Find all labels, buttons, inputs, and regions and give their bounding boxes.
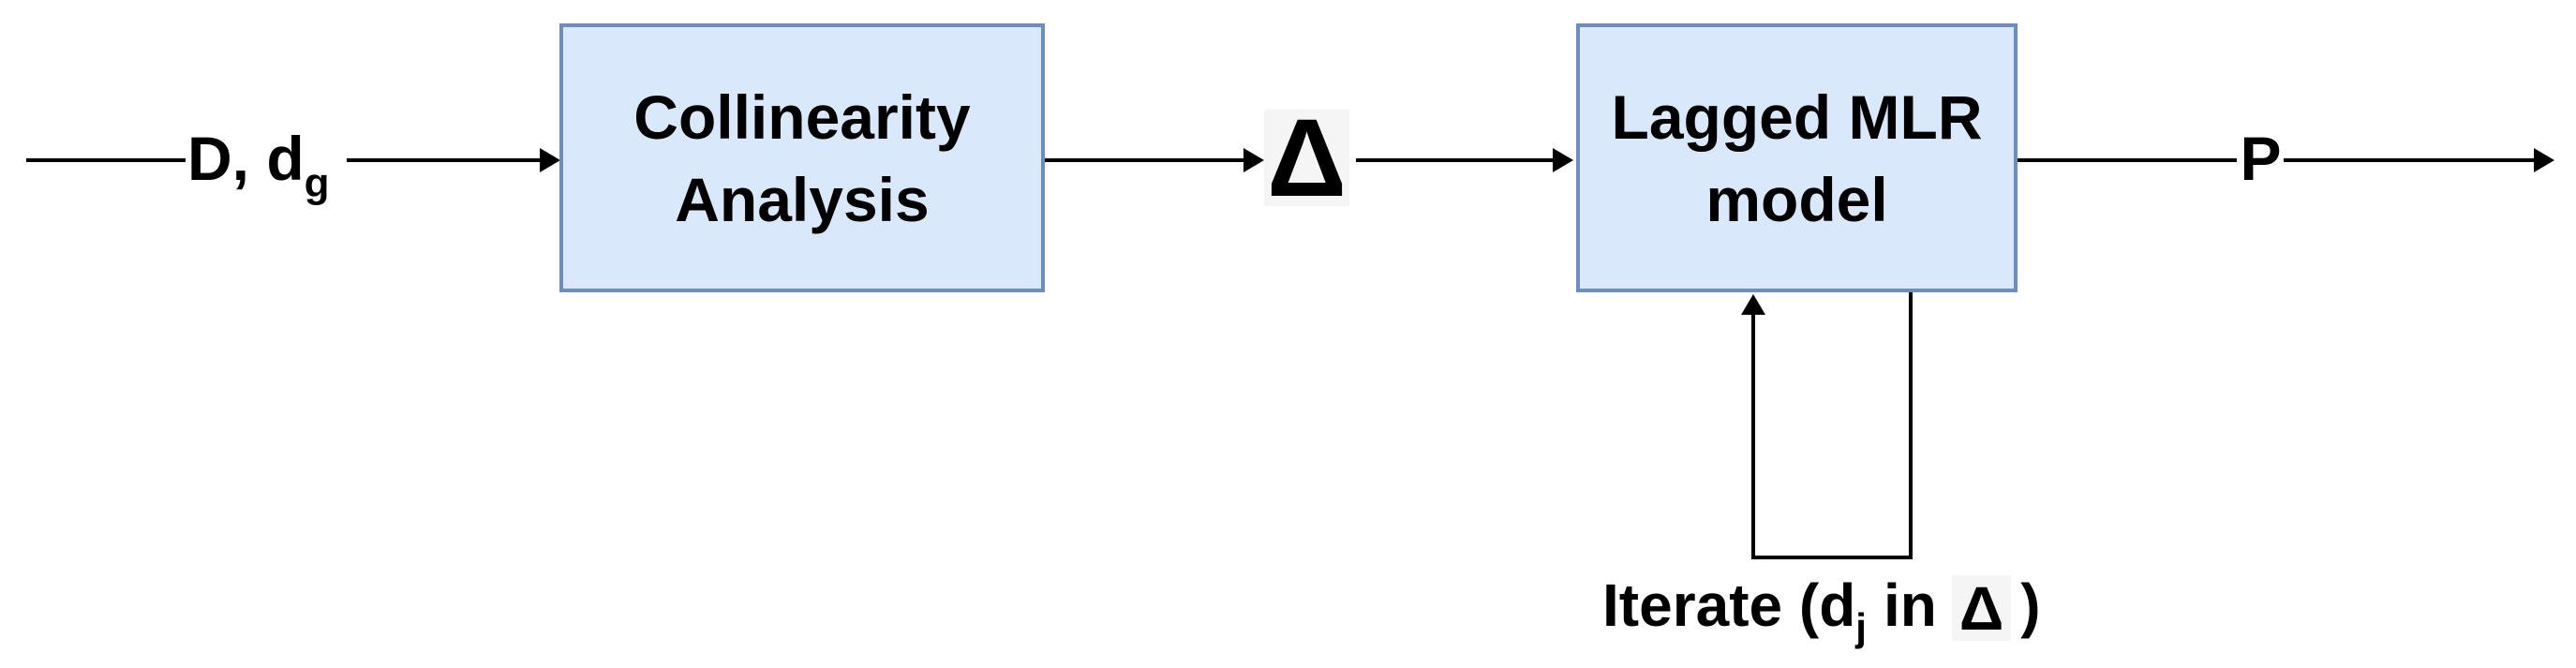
arrowhead-into-mlr-icon <box>1553 148 1573 172</box>
edge-collinearity-to-delta <box>1045 158 1243 162</box>
delta-glyph: Δ <box>1267 96 1347 220</box>
feedback-label-prefix: Iterate (d <box>1602 572 1856 639</box>
lagged-mlr-label-line1: Lagged MLR <box>1611 82 1983 152</box>
arrowhead-feedback-up-icon <box>1741 294 1765 315</box>
input-line-left <box>26 158 186 162</box>
node-collinearity-analysis: Collinearity Analysis <box>559 23 1045 292</box>
edge-delta-to-mlr <box>1356 158 1553 162</box>
output-label-text: P <box>2240 124 2282 193</box>
output-label: P <box>2238 127 2284 189</box>
feedback-label-delta: Δ <box>1951 575 2012 641</box>
arrowhead-into-delta-icon <box>1243 148 1264 172</box>
feedback-line-down <box>1909 292 1913 559</box>
input-label-main: D, d <box>187 124 305 193</box>
arrowhead-into-collinearity-icon <box>540 148 560 172</box>
feedback-label-subscript: j <box>1855 605 1867 649</box>
feedback-label-close-paren: ) <box>2020 572 2041 639</box>
feedback-line-up <box>1751 314 1755 557</box>
arrowhead-output-icon <box>2534 148 2554 172</box>
output-line-right <box>2284 158 2534 162</box>
output-line-left <box>2018 158 2237 162</box>
input-line-right <box>347 158 540 162</box>
input-label: D, dg <box>187 127 330 204</box>
collinearity-label-line1: Collinearity <box>633 82 971 152</box>
feedback-label-in: in <box>1883 572 1937 639</box>
feedback-line-bottom <box>1751 556 1913 559</box>
delta-symbol: Δ <box>1264 96 1349 220</box>
collinearity-label-line2: Analysis <box>675 164 930 234</box>
lagged-mlr-label-line2: model <box>1705 164 1888 234</box>
node-lagged-mlr-model: Lagged MLR model <box>1576 23 2018 292</box>
input-label-subscript: g <box>304 160 330 206</box>
